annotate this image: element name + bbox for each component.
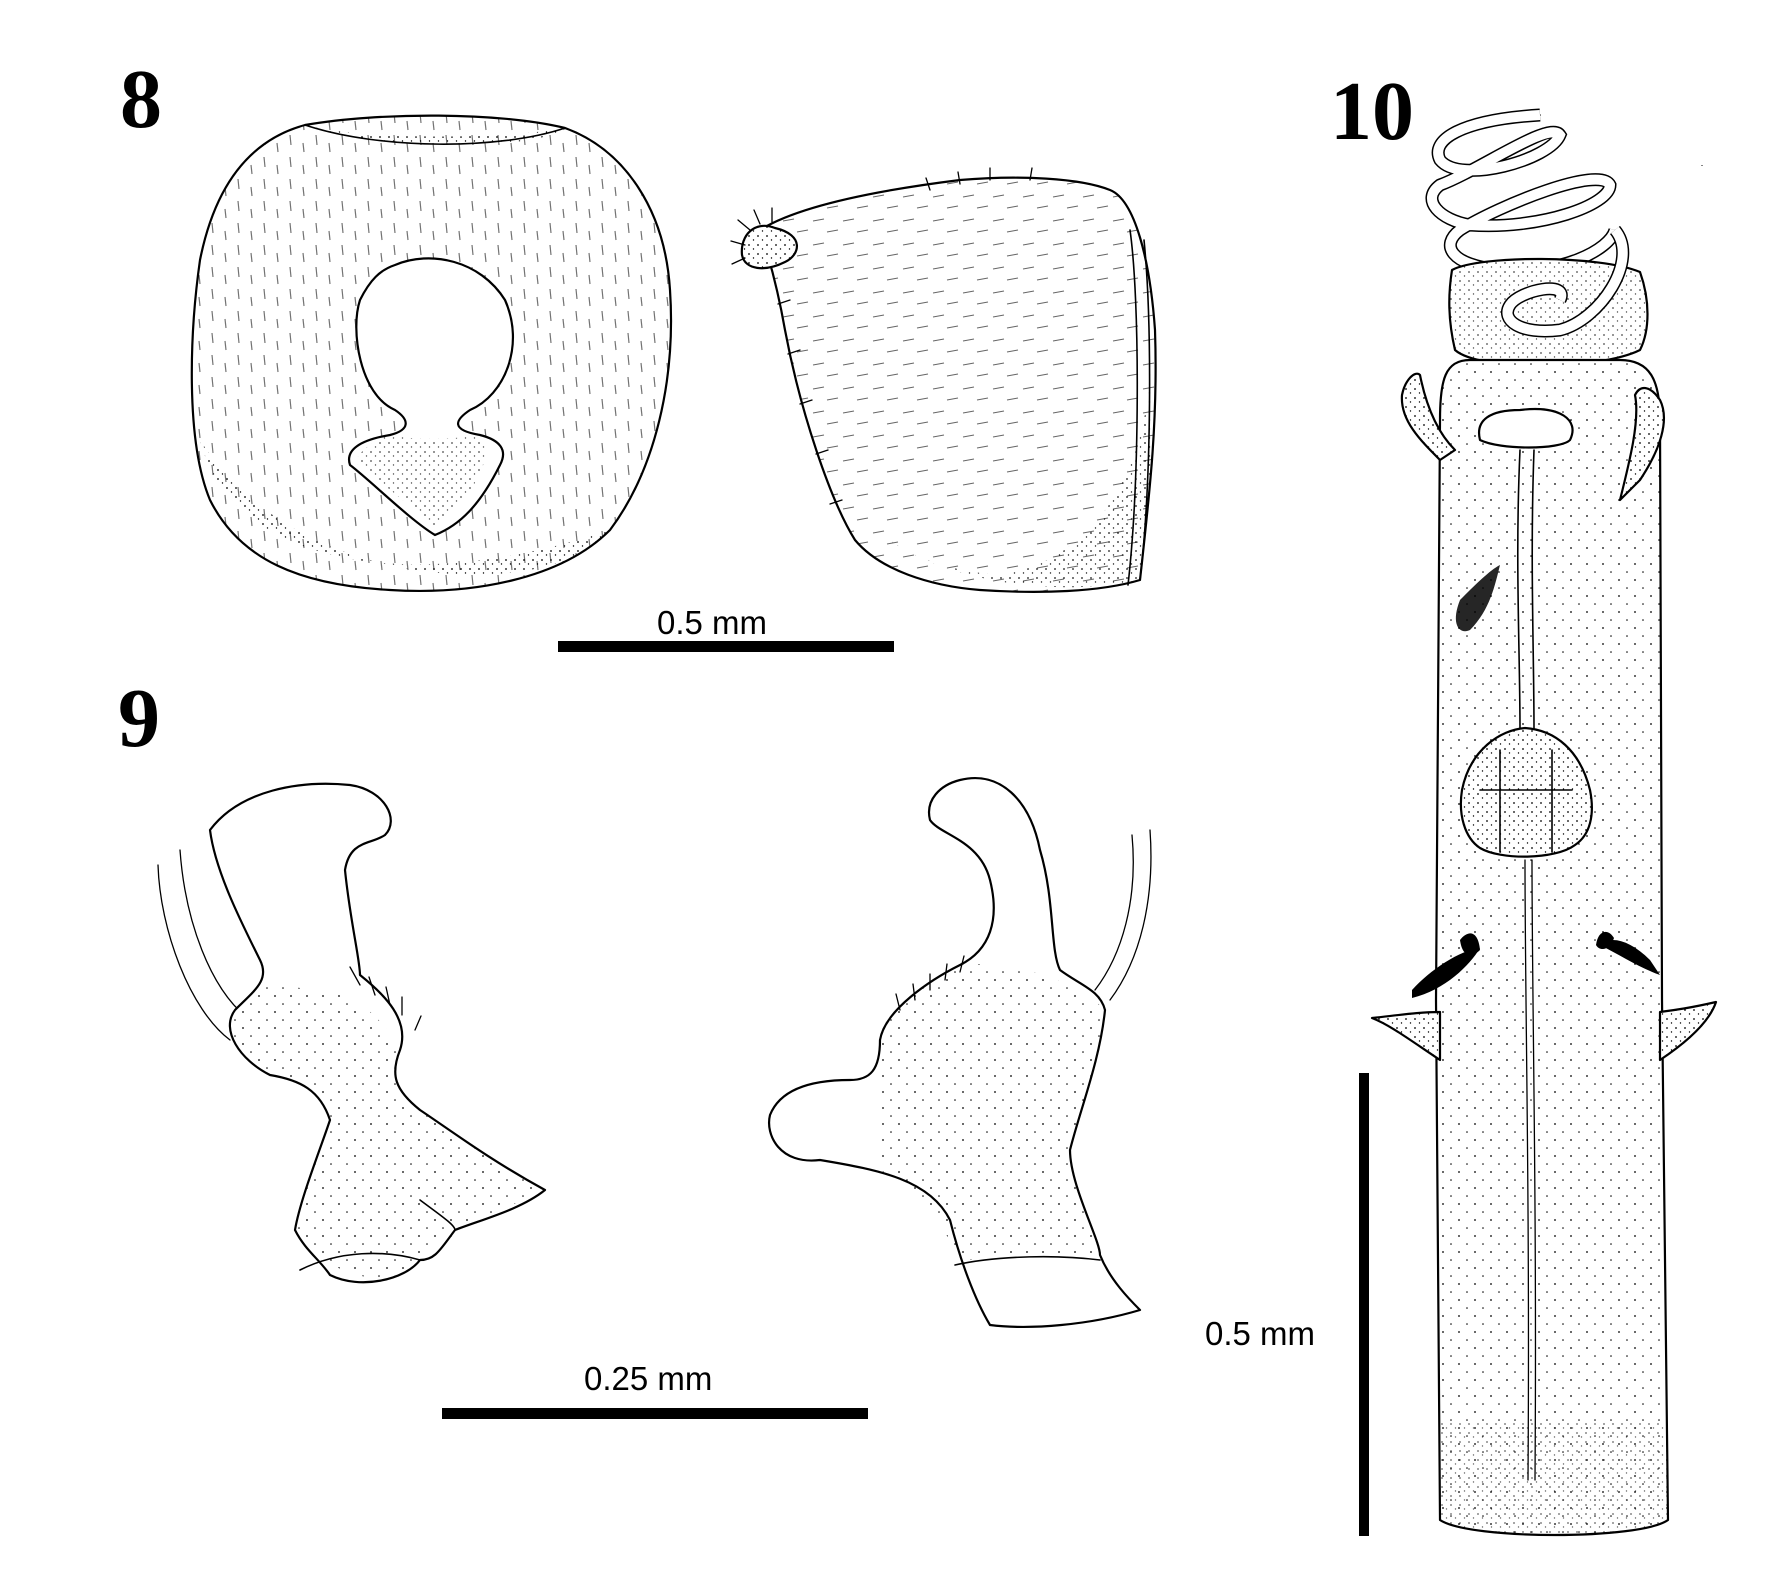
fig8-scale-bar <box>558 641 894 652</box>
fig10-aedeagus <box>1370 26 1718 1537</box>
fig10-scale-label: 0.5 mm <box>1205 1315 1316 1352</box>
fig8-capsule-front-view <box>190 114 673 593</box>
fig9-number: 9 <box>118 672 160 765</box>
fig10-scale-bar <box>1359 1073 1369 1536</box>
fig8-number: 8 <box>120 53 162 146</box>
fig8-scale-label: 0.5 mm <box>657 604 768 641</box>
fig10-number: 10 <box>1330 65 1414 158</box>
fig9-scale-label: 0.25 mm <box>584 1360 713 1397</box>
fig9-paramere-left <box>157 782 547 1284</box>
fig9-paramere-right <box>768 777 1152 1328</box>
fig8-capsule-lateral-view <box>730 167 1157 593</box>
fig9-scale-bar <box>442 1408 868 1419</box>
